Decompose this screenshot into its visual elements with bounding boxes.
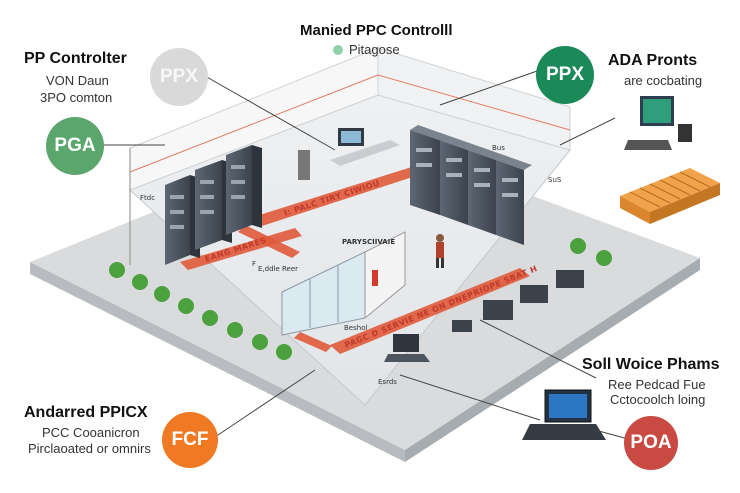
right-bottom-line2: Cctocoolch loing — [610, 392, 706, 407]
right-top-title: ADA Pronts — [608, 52, 698, 69]
shrubs — [109, 238, 612, 360]
poa-badge: POA — [624, 416, 678, 470]
small-label-2: Beshol — [344, 324, 367, 332]
left-top-title: PP Controlter — [24, 50, 127, 67]
connector-lines — [100, 69, 633, 441]
right-bottom-title: Soll Woice Phams — [582, 356, 720, 373]
legend-label: Pitagose — [349, 42, 400, 57]
fcf-badge: FCF — [162, 412, 218, 468]
wall-left-label: Ftdc — [140, 194, 155, 202]
laptop-device — [522, 389, 606, 440]
left-top-line2: 3PO comton — [40, 90, 113, 105]
rack-tag-label: Bus — [492, 144, 505, 152]
fire-extinguisher — [372, 270, 378, 286]
right-bottom-line1: Ree Pedcad Fue — [608, 377, 706, 392]
small-label-3: Esrds — [378, 378, 397, 386]
control-desk — [298, 128, 400, 180]
monitor-device — [624, 96, 692, 150]
floor-laptop — [384, 334, 430, 362]
office-sign-label: PARYSCIIVAIE — [342, 238, 395, 246]
left-bottom-line1: PCC Cooanicron — [42, 425, 140, 440]
small-label-1: E,ddle Reer — [258, 265, 298, 273]
wall-right — [377, 47, 571, 151]
server-blocks — [620, 168, 720, 224]
ppx-grey-badge: PPX — [150, 48, 208, 106]
ppx-green-badge: PPX — [536, 46, 594, 104]
pga-badge: PGA — [46, 117, 104, 175]
top-title: Manied PPC Controlll — [300, 22, 453, 39]
wall-right-label: SuS — [548, 176, 562, 184]
server-racks-right — [410, 125, 532, 245]
left-top-line1: VON Daun — [46, 73, 109, 88]
right-top-line1: are cocbating — [624, 73, 703, 88]
floor-stripes — [180, 165, 530, 354]
f-label: F — [252, 260, 256, 268]
server-racks-left — [165, 145, 262, 265]
top-legend: Pitagose — [333, 42, 400, 58]
person-figure — [436, 234, 444, 268]
left-bottom-title: Andarred PPICX — [24, 404, 148, 421]
legend-dot-icon — [333, 45, 343, 55]
left-bottom-line2: Pirclaoated or omnirs — [28, 441, 151, 456]
office-wall — [364, 231, 406, 320]
workstations — [452, 270, 584, 332]
